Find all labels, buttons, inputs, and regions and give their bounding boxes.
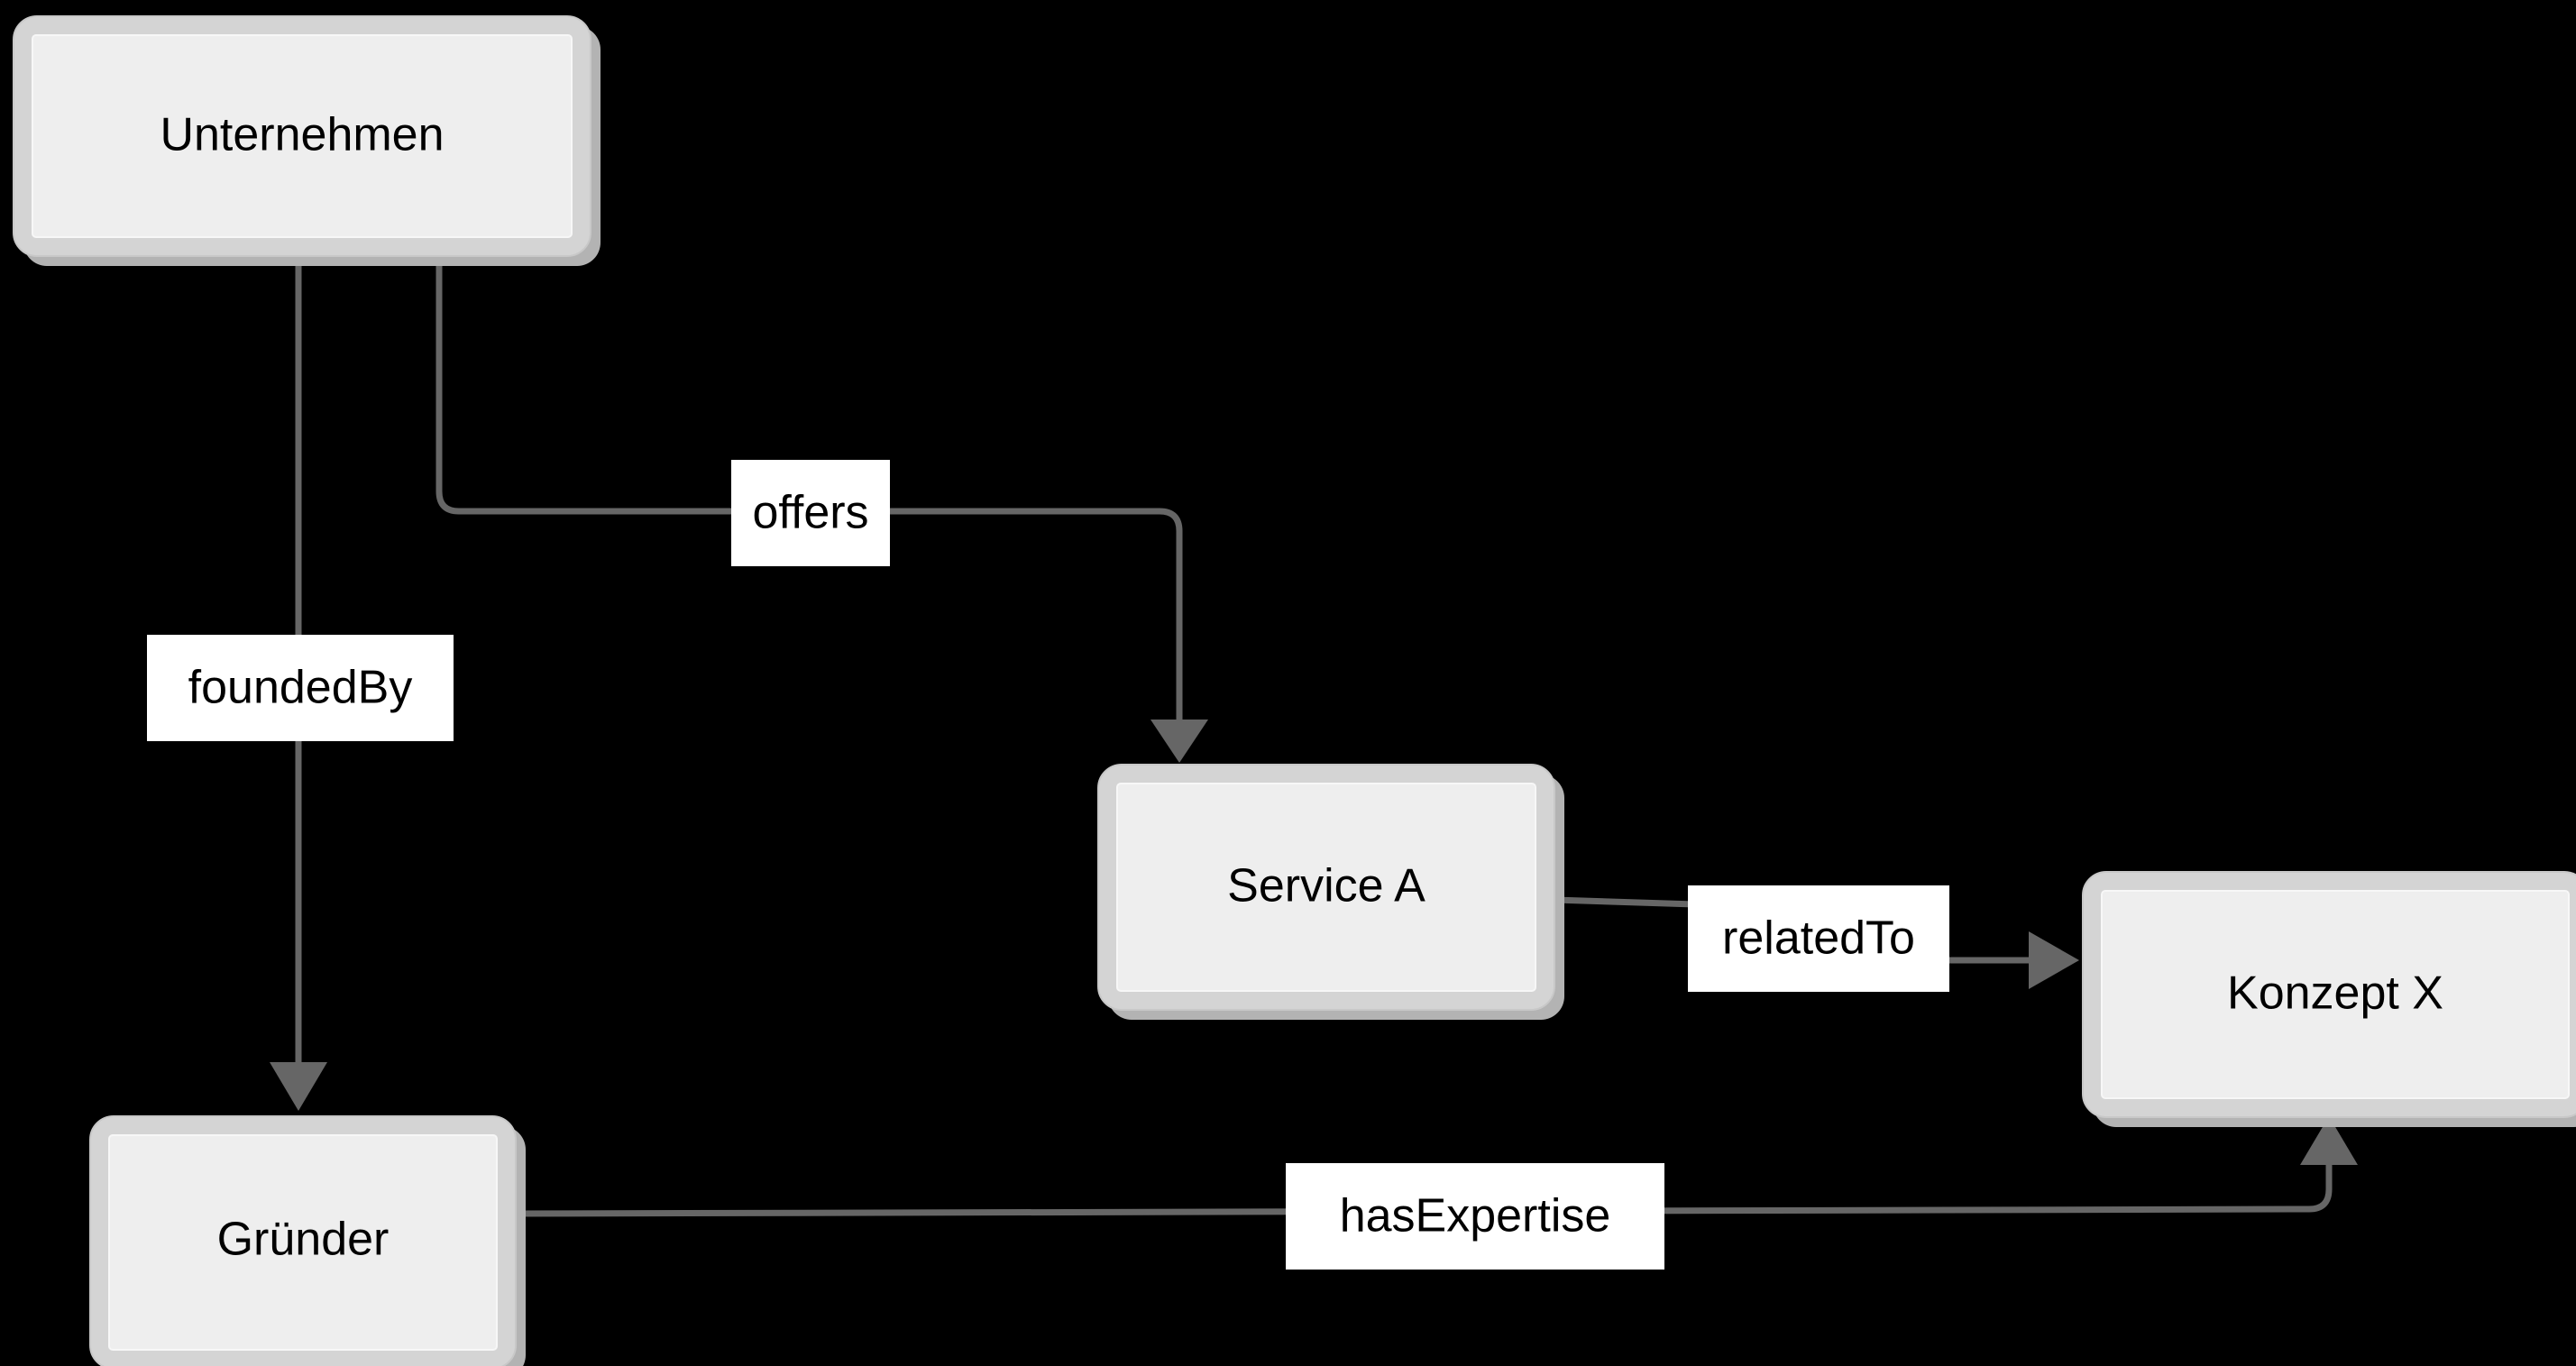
node-gruender[interactable]: Gründer [89,1115,526,1366]
edge-label-relatedto-text: relatedTo [1722,912,1915,965]
edge-label-foundedby-bg [147,635,454,741]
edge-label-relatedto-bg [1688,885,1949,992]
node-unternehmen-inner [32,34,573,238]
edge-label-hasexpertise-bg [1286,1163,1664,1270]
edge-hasexpertise-path [515,1163,2333,1217]
edge-label-offers-text: offers [752,487,868,539]
node-unternehmen[interactable]: Unternehmen [13,15,600,266]
node-konzept-x[interactable]: Konzept X [2082,871,2576,1127]
node-konzept-x-label: Konzept X [2227,967,2443,1020]
edge-label-offers-bg [731,460,890,566]
edge-label-hasexpertise: hasExpertise [1286,1163,1664,1270]
edge-offers-arrowhead [1150,720,1208,763]
edge-label-offers: offers [731,460,890,566]
edge-label-foundedby: foundedBy [147,635,454,741]
node-konzept-x-inner [2101,890,2570,1099]
node-service-a-inner [1116,783,1536,992]
edge-hasexpertise-arrowhead [2300,1116,2358,1165]
edge-label-foundedby-text: foundedBy [188,662,413,714]
node-gruender-label: Gründer [217,1214,390,1266]
edge-relatedto-arrowhead [2029,931,2079,989]
edge-label-relatedto: relatedTo [1688,885,1949,992]
node-service-a[interactable]: Service A [1097,764,1564,1020]
node-unternehmen-label: Unternehmen [160,109,444,161]
edge-label-hasexpertise-text: hasExpertise [1340,1190,1611,1242]
node-service-a-label: Service A [1227,860,1426,912]
edge-hasexpertise[interactable] [515,1116,2358,1217]
edge-foundedby-arrowhead [270,1062,327,1111]
node-gruender-inner [108,1134,498,1351]
